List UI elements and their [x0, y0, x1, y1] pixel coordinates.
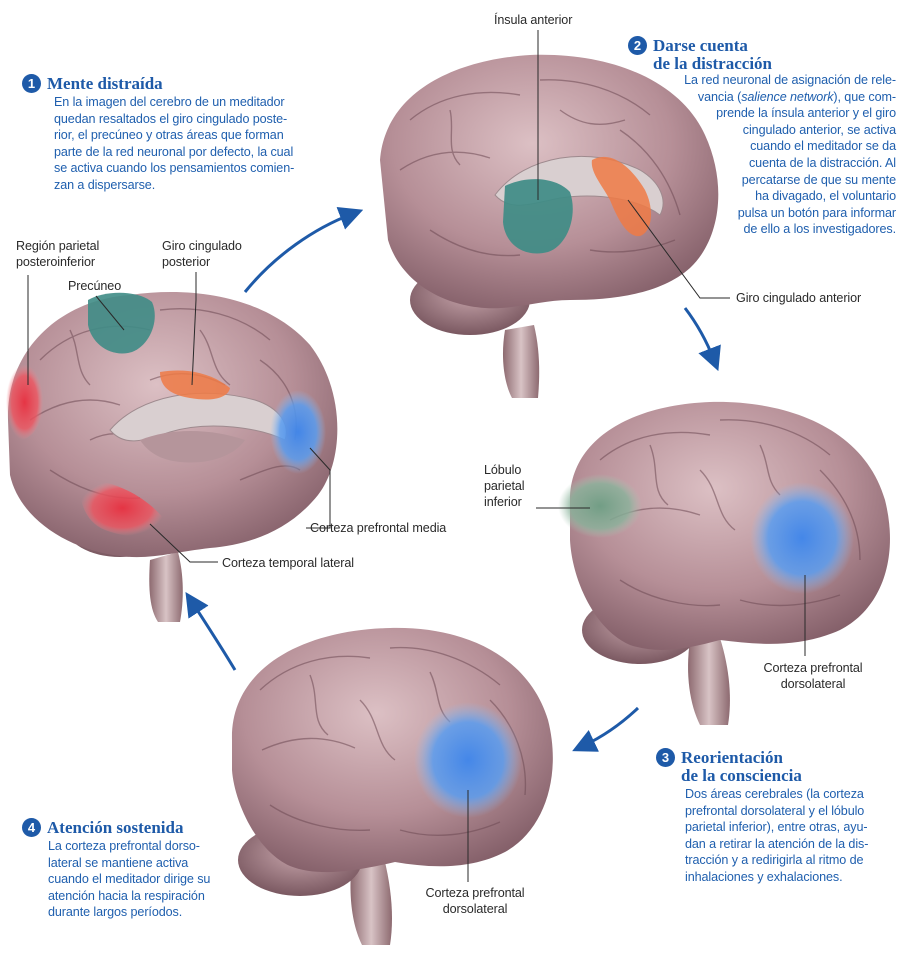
step-2-desc-line: cingulado anterior, se activa — [742, 122, 896, 137]
step-4-desc-line: cuando el meditador dirige su — [48, 872, 211, 887]
leader-precuneo — [95, 295, 125, 331]
arrow-3-to-4 — [572, 706, 640, 752]
step-2-description: La red neuronal de asignación de rele- v… — [600, 72, 896, 238]
label-corteza-prefrontal-dorsolateral-3: Corteza prefrontal dorsolateral — [763, 661, 863, 691]
leader-lines — [27, 30, 806, 882]
step-4-desc-line: La corteza prefrontal dorso- — [48, 839, 200, 853]
step-3-desc-line: prefrontal dorsolateral y el lóbulo — [685, 803, 865, 818]
step-1-number-badge: 1 — [22, 74, 41, 93]
label-region-parietal-posteroinferior: Región parietal posteroinferior — [16, 239, 100, 269]
step-1-desc-line: En la imagen del cerebro de un meditador — [54, 95, 285, 109]
step-2-desc-line: de ello a los investigadores. — [743, 222, 896, 237]
step-2-desc-line: ha divagado, el voluntario — [755, 189, 896, 204]
step-2-desc-line: La red neuronal de asignación de rele- — [684, 73, 896, 87]
step-4-heading: 4 Atención sostenida — [22, 818, 183, 837]
step-2-title-line1: Darse cuenta — [653, 36, 748, 55]
arrow-1-to-2 — [243, 207, 364, 293]
step-3-desc-line: parietal inferior), entre otras, ayu- — [685, 820, 868, 835]
arrow-4-to-1 — [185, 591, 237, 671]
step-2-desc-line: cuenta de la distracción. Al — [748, 155, 896, 170]
step-1-desc-line: zan a dispersarse. — [54, 177, 156, 192]
step-3-desc-line: dan a retirar la atención de la dis- — [685, 836, 869, 851]
step-1-desc-line: parte de la red neuronal por defecto, la… — [54, 144, 294, 159]
step-2-heading: 2 Darse cuenta de la distracción — [628, 36, 772, 73]
label-giro-cingulado-anterior: Giro cingulado anterior — [736, 291, 862, 305]
step-2-number-badge: 2 — [628, 36, 647, 55]
brain-3-lateral-view — [558, 401, 890, 725]
step-1-heading: 1 Mente distraída — [22, 74, 163, 93]
step-2-desc-line: pulsa un botón para informar — [737, 205, 896, 220]
step-4-number-badge: 4 — [22, 818, 41, 837]
label-insula-anterior: Ínsula anterior — [494, 13, 573, 27]
step-3-desc-line: Dos áreas cerebrales (la corteza — [685, 787, 864, 801]
step-1-title: Mente distraída — [47, 74, 163, 93]
label-corteza-prefrontal-dorsolateral-4: Corteza prefrontal dorsolateral — [425, 886, 525, 916]
step-1-description: En la imagen del cerebro de un meditador… — [54, 94, 324, 194]
step-2-desc-line: vancia (salience network), que com- — [697, 89, 896, 104]
step-1-desc-line: rior, el precúneo y otras áreas que form… — [54, 128, 284, 143]
brain-2-medial-view — [380, 54, 719, 398]
leader-temporal — [149, 523, 218, 563]
step-3-title-line1: Reorientación — [681, 748, 783, 767]
brain-4-lateral-view — [231, 627, 553, 945]
label-corteza-prefrontal-media: Corteza prefrontal media — [310, 521, 447, 535]
step-2-title-line2: de la distracción — [653, 54, 772, 73]
label-precuneo: Precúneo — [68, 279, 122, 293]
step-4-desc-line: lateral se mantiene activa — [48, 855, 189, 870]
label-lobulo-parietal-inferior: Lóbulo parietal inferior — [484, 463, 525, 509]
cycle-arrows — [185, 207, 721, 752]
step-3-desc-line: inhalaciones y exhalaciones. — [685, 869, 843, 884]
leader-giro-anterior — [627, 199, 730, 299]
label-corteza-temporal-lateral: Corteza temporal lateral — [222, 556, 354, 570]
label-giro-cingulado-posterior: Giro cingulado posterior — [162, 239, 242, 269]
step-3-desc-line: tracción y a redirigirla al ritmo de — [685, 853, 864, 868]
salience-network-term: salience network — [741, 89, 834, 104]
step-2-desc-line: percatarse de que su mente — [741, 172, 896, 187]
step-4-desc-line: durante largos períodos. — [48, 905, 183, 920]
step-3-heading: 3 Reorientación de la consciencia — [656, 748, 802, 785]
step-4-description: La corteza prefrontal dorso- lateral se … — [48, 838, 248, 921]
leader-giro-posterior — [191, 272, 197, 386]
brain-1-medial-view — [6, 292, 338, 622]
step-4-title: Atención sostenida — [47, 818, 184, 837]
step-3-description: Dos áreas cerebrales (la corteza prefron… — [685, 786, 905, 886]
step-1-desc-line: se activa cuando los pensamientos comien… — [54, 161, 295, 176]
step-1-desc-line: quedan resaltados el giro cingulado post… — [54, 111, 288, 126]
leader-prefrontal-media — [306, 447, 331, 529]
step-2-desc-line: prende la ínsula anterior y el giro — [716, 106, 896, 121]
arrow-2-to-3 — [683, 307, 721, 372]
step-4-desc-line: atención hacia la respiración — [48, 888, 205, 903]
step-3-title-line2: de la consciencia — [681, 766, 802, 785]
step-2-desc-line: cuando el meditador se da — [750, 139, 896, 154]
step-3-number-badge: 3 — [656, 748, 675, 767]
